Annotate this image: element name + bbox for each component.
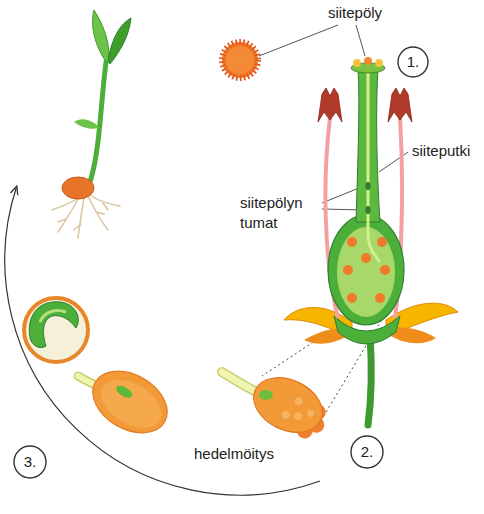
ovule: [380, 265, 390, 275]
pollen-grain: [222, 42, 258, 78]
fertilised-ovule: [222, 367, 337, 445]
roots: [52, 195, 120, 238]
root: [52, 198, 78, 210]
seed: [24, 298, 88, 362]
pollen-grain: [226, 46, 254, 74]
number-circle: 3.: [13, 445, 47, 479]
ovule-cell: [306, 409, 315, 418]
seed-coat: [62, 177, 94, 199]
label-holder: siitepöly: [328, 3, 382, 23]
callout-number: 1.: [407, 54, 420, 71]
root: [88, 196, 108, 230]
ovule: [245, 367, 331, 443]
leaf: [108, 18, 131, 64]
leader-lines: [259, 25, 408, 210]
seed-inner: [93, 370, 170, 438]
ovule: [347, 293, 357, 303]
embryo: [40, 310, 66, 322]
pollen-tube: [368, 72, 380, 262]
leaf: [74, 119, 98, 128]
embryo: [29, 302, 78, 348]
part-label: siitepölyn tumat: [240, 193, 318, 234]
seed: [82, 359, 178, 446]
ovule: [375, 293, 385, 303]
number-circle: 2.: [350, 435, 384, 469]
label-holder: hedelmöitys: [194, 444, 274, 464]
anther: [318, 88, 342, 122]
root: [78, 197, 84, 238]
zygote: [114, 383, 134, 400]
leaf: [93, 10, 110, 62]
root: [74, 224, 81, 230]
callout-number: 2.: [361, 444, 374, 461]
ovary: [328, 215, 404, 325]
number-circle: 1.: [397, 46, 429, 78]
seedling: [52, 10, 131, 238]
root: [96, 212, 104, 214]
ovule: [343, 265, 353, 275]
root: [58, 219, 66, 222]
part-label: hedelmöitys: [194, 444, 274, 464]
label-holder: siitepölyn tumat: [240, 193, 318, 234]
ovule: [347, 237, 357, 247]
seed-with-embryo: [24, 298, 88, 362]
ovules: [343, 237, 390, 303]
circle-outline: [14, 446, 46, 478]
ovule: [361, 253, 371, 263]
callout-number: 3.: [24, 454, 37, 471]
leader-line: [356, 25, 365, 56]
circle-outline: [351, 436, 383, 468]
flower: [284, 57, 458, 425]
text-holder: 3.: [24, 454, 37, 471]
ovule-cell: [293, 411, 304, 422]
leader-line: [259, 25, 338, 56]
egg-cell: [259, 390, 273, 400]
root: [90, 195, 120, 206]
anther: [388, 88, 412, 122]
ovule-cell: [293, 396, 304, 407]
pollen-on-stigma: [364, 57, 372, 65]
pollen-on-stigma: [375, 59, 383, 67]
root: [58, 196, 80, 232]
root: [103, 203, 108, 210]
pollen-nucleus: [365, 182, 370, 190]
ovule-cell: [280, 410, 291, 421]
ovary-cavity: [337, 227, 395, 317]
text-holder: 2.: [361, 444, 374, 461]
flower-stem: [368, 335, 371, 425]
cycle-arrow: [5, 187, 320, 495]
pollen-nucleus: [365, 206, 370, 214]
young-seed: [78, 359, 178, 446]
seedling-stem: [90, 62, 106, 182]
pollen-grain: [222, 42, 258, 78]
pollen-on-stigma: [353, 59, 361, 67]
part-label: siiteputki: [412, 141, 470, 161]
text-holder: 1.: [407, 54, 420, 71]
ovule: [377, 237, 387, 247]
part-label: siitepöly: [328, 3, 382, 23]
circle-outline: [398, 47, 428, 77]
label-holder: siiteputki: [412, 141, 470, 161]
